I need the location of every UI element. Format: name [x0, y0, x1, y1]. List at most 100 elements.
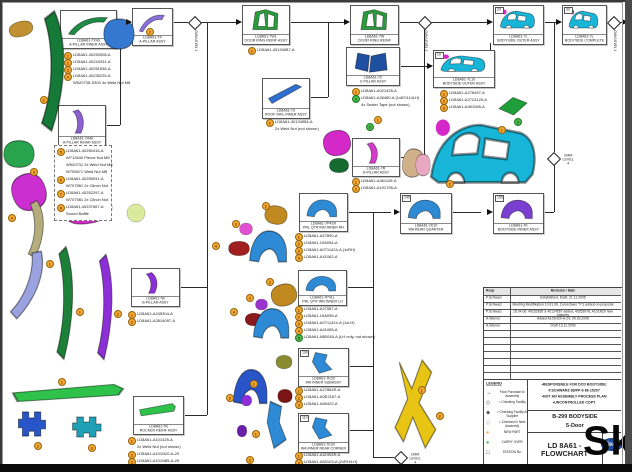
part-image: [239, 222, 253, 236]
assembly-name: PNL QTR INN INNER LH: [302, 299, 343, 304]
part-number-text: LD8A61-A276497-A: [449, 90, 485, 95]
connector-line-h: [542, 212, 554, 213]
new-part-badge: 3: [226, 394, 234, 402]
flow-arrowhead: [487, 209, 493, 215]
legend-row: ●NEW PART: [486, 430, 526, 439]
new-part-badge: 2: [146, 28, 154, 36]
note-line: •NOT AN ASSEMBLY PROCESS PLAN: [541, 394, 607, 399]
connector-line-h: [170, 22, 188, 23]
assembly-part-number: LD8A61-7C: [363, 75, 383, 80]
text-label: Established, Draft, 21.11.2005: [540, 295, 586, 300]
part-image: [3, 140, 35, 168]
connector-line-h: [542, 22, 556, 23]
assembly-box-part-image: [360, 9, 388, 30]
part-number-text: LD8A61-A65422-A: [304, 401, 338, 406]
assembly-name: WA INNER REAR CORNER: [300, 446, 347, 451]
part-number-text: LD8A61-A191795-A: [361, 185, 397, 190]
assembly-name: B-PILLAR ASSY: [142, 300, 169, 305]
connector-line-h: [450, 212, 481, 213]
part-image: [277, 389, 293, 403]
assembly-part-number: LD8A61-7P41R: [310, 221, 337, 226]
part-number-text: LD8A61-A0711424-A (1xLH): [304, 320, 355, 325]
part-image: [56, 245, 73, 361]
revision-text-cell: [510, 372, 621, 379]
legend-row: ◈= Checking Facility At Supplier: [486, 410, 528, 419]
new-part-badge: 8: [57, 204, 65, 212]
new-part-badge: 2: [246, 456, 254, 464]
assembly-part-number: LD8A61-7W: [364, 34, 385, 39]
connector-line-h: [182, 415, 207, 416]
revision-text-cell: [510, 358, 621, 365]
legend-text: = Checked In Next Assembly: [498, 420, 526, 428]
revision-text-cell: [510, 365, 621, 372]
assembly-name: D-PILLAR ASSY: [362, 170, 390, 175]
revision-resp-cell: [484, 337, 511, 344]
new-part-badge: 5: [57, 148, 65, 156]
part-image: [415, 153, 431, 177]
new-part-badge: 4: [230, 308, 238, 316]
assembly-box-part-image: [407, 199, 441, 219]
part-image: [498, 96, 528, 116]
circle-green-icon: ●: [486, 439, 490, 446]
new-part-badge: 1: [76, 308, 84, 316]
revision-text-cell: Revision / Date: [510, 288, 621, 295]
logo-cell: Ford: [601, 432, 623, 464]
new-part-badge: 3: [440, 104, 448, 112]
assembly-part-number: LD8A61-7P41L: [310, 295, 335, 300]
checking-facility-diamond: [606, 15, 622, 31]
assembly-box-part-image: [67, 16, 109, 36]
assembly-box-part-image: [72, 109, 84, 134]
station-number-badge: 30: [564, 7, 573, 14]
revision-resp-cell: A.Werner: [484, 323, 511, 330]
cmm-level-label: CMM LEVEL 4: [409, 452, 421, 465]
text-label: Meeting Modifikation 10.01.06, Correctiv…: [512, 302, 614, 307]
assembly-box-part-image: [311, 417, 333, 440]
flow-arrowhead: [487, 19, 493, 25]
revision-row: [484, 344, 621, 352]
program-box: B-299 BODYSIDE 5-Door: [527, 410, 621, 433]
flow-arrowhead: [236, 19, 242, 25]
flow-arrowhead: [427, 63, 433, 69]
drawing-title: LD 8A61 - FLOWCHART: [540, 442, 589, 459]
legend-text: CARRY OVER: [501, 440, 523, 445]
new-part-badge: 1: [40, 96, 48, 104]
new-part-badge: 2: [266, 278, 274, 286]
revision-text-cell: Meeting Modifikation 10.01.06, Correctiv…: [510, 302, 621, 309]
assembly-box-part-image: [306, 199, 337, 218]
part-number-text: LD8A61-A27987-A: [304, 306, 338, 311]
part-number-text: LD8A61-A27864R-A: [304, 387, 341, 392]
part-number-text: 4x Sealer Tape (not shown): [361, 102, 410, 107]
part-image: [96, 253, 113, 361]
new-part-badge: 3: [128, 458, 136, 466]
assembly-box-part-image: [366, 142, 378, 164]
revision-resp-cell: P.Schwarz: [484, 309, 511, 316]
part-number-text: LD8A61-A2814097-A: [137, 318, 176, 323]
legend-row: ● CARRY OVER: [486, 440, 526, 449]
revision-row: [484, 330, 621, 338]
assembly-name: A-PILLAR REINF ASSY: [62, 140, 102, 145]
connector-line-h: [373, 457, 394, 458]
new-part-badge: 7: [57, 190, 65, 198]
part-image: [253, 307, 290, 339]
connector-line-h: [200, 22, 236, 23]
diamond-icon: ◇: [486, 399, 491, 406]
new-part-badge: 1: [498, 126, 506, 134]
assembly-box-part-image: [139, 403, 176, 417]
